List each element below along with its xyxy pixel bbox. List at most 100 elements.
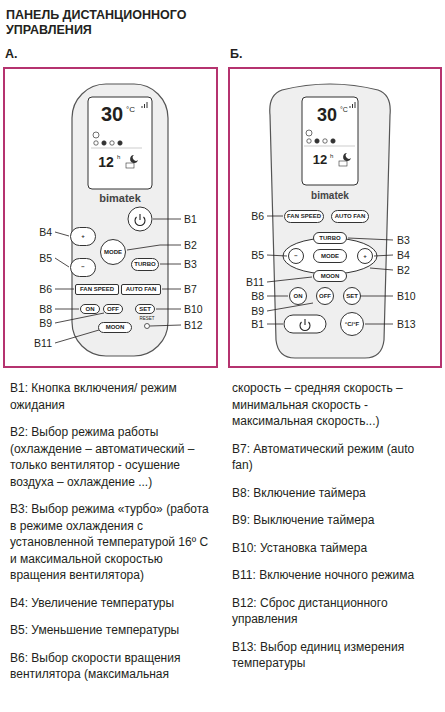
description-text: В2: Выбор режима работы (охлаждение – ав… (10, 424, 215, 490)
callout-number: В10 (184, 303, 203, 315)
remote-button: MOON (313, 270, 347, 282)
display-text: °C (126, 105, 135, 114)
callout-number: В5 (39, 252, 52, 264)
mode-icon (110, 141, 114, 145)
leader-line (360, 296, 393, 297)
signal-icon (355, 102, 356, 108)
description-text: В10: Установка таймера (232, 540, 437, 557)
button-label: TURBO (134, 261, 155, 267)
callout-number: В5 (251, 249, 264, 261)
callout-number: В7 (184, 283, 197, 295)
remote-button: SET (343, 287, 361, 305)
leader-line (370, 268, 393, 270)
description-text: В9: Выключение таймера (232, 512, 437, 529)
mode-icon (118, 141, 122, 145)
title: ПАНЕЛЬ ДИСТАНЦИОННОГО УПРАВЛЕНИЯ (6, 8, 216, 38)
display-text: RESET (139, 316, 154, 321)
signal-icon (147, 102, 148, 108)
remote-button: TURBO (313, 232, 347, 244)
callout-number: В8 (251, 290, 264, 302)
mode-icon (307, 139, 311, 143)
description-text: В6: Выбор скорости вращения вентилятора … (10, 650, 215, 683)
description-text: В4: Увеличение температуры (10, 595, 215, 612)
display-divider (91, 148, 142, 149)
display-text: 30 (101, 103, 123, 126)
display-text: °C (340, 106, 348, 114)
description-text: В8: Включение таймера (232, 485, 437, 502)
timer-icon (339, 161, 347, 166)
remote-button: − (70, 258, 96, 277)
button-label: TURBO (319, 235, 340, 241)
display-text: 12 (98, 154, 114, 170)
mode-icon (331, 139, 335, 143)
mode-icon (315, 139, 319, 143)
leader-line (127, 245, 181, 250)
button-label: ON (86, 306, 95, 312)
leader-line (156, 309, 181, 310)
callout-number: В2 (184, 239, 197, 251)
mode-icon (323, 139, 327, 143)
callout-number: В8 (39, 303, 52, 315)
description-text: В1: Кнопка включения/ режим ожидания (10, 380, 215, 413)
callout-number: В4 (39, 226, 52, 238)
display-screen (88, 97, 152, 189)
callout-number: В9 (251, 305, 264, 317)
mode-icon (93, 132, 99, 138)
button-label: + (81, 233, 85, 239)
panel-heading: А. (5, 47, 18, 61)
remote-button: ON (289, 287, 307, 305)
leader-line (153, 219, 181, 220)
callout-number: В6 (251, 210, 264, 222)
leader-line (150, 325, 181, 326)
button-label: MODE (104, 249, 122, 255)
leader-line (267, 296, 288, 297)
mode-icon (94, 141, 98, 145)
power-icon (304, 319, 305, 325)
callout-number: В6 (39, 283, 52, 295)
remote-button: SET (135, 304, 155, 314)
display-text: 12 (313, 153, 327, 168)
panel-heading: Б. (230, 47, 242, 61)
signal-icon (144, 104, 145, 108)
callout-number: В11 (246, 276, 264, 288)
remote-button: + (70, 227, 96, 246)
remote-button: AUTO FAN (121, 284, 161, 295)
button-label: − (294, 253, 298, 259)
leader-line (267, 303, 313, 311)
remote-button: − (288, 248, 304, 264)
moon-icon (343, 153, 351, 161)
remote-button: + (357, 248, 373, 264)
remote-body (270, 84, 391, 358)
leader-line (55, 258, 69, 267)
remote-button: OFF (103, 304, 123, 314)
callout-number: В9 (39, 317, 52, 329)
reset-button (145, 324, 150, 329)
callout-number: В3 (397, 234, 410, 246)
signal-icon (352, 104, 353, 108)
button-label: °C/°F (345, 321, 359, 327)
callout-number: В10 (397, 290, 416, 302)
button-label: FAN SPEED (287, 213, 321, 219)
remote-body (72, 84, 168, 356)
signal-icon (350, 106, 351, 108)
power-button (284, 315, 326, 333)
button-label: MODE (321, 253, 339, 259)
button-label: OFF (107, 306, 119, 312)
description-text: В11: Включение ночного режима (232, 567, 437, 584)
button-label: SET (139, 306, 151, 312)
button-label: OFF (319, 293, 331, 299)
power-icon (139, 214, 140, 220)
display-text: h (330, 153, 333, 160)
timer-icon (126, 163, 134, 168)
callout-number: В2 (397, 264, 410, 276)
leader-line (267, 277, 312, 282)
button-label: ON (294, 293, 303, 299)
leader-line (374, 255, 393, 256)
display-text: 30 (317, 105, 337, 126)
remote-button: ON (80, 304, 100, 314)
button-label: SET (346, 293, 358, 299)
remote-button: °C/°F (340, 312, 364, 336)
description-text: скорость – средняя скорость – минимальна… (232, 380, 437, 430)
description-text: В5: Уменьшение температуры (10, 622, 215, 639)
